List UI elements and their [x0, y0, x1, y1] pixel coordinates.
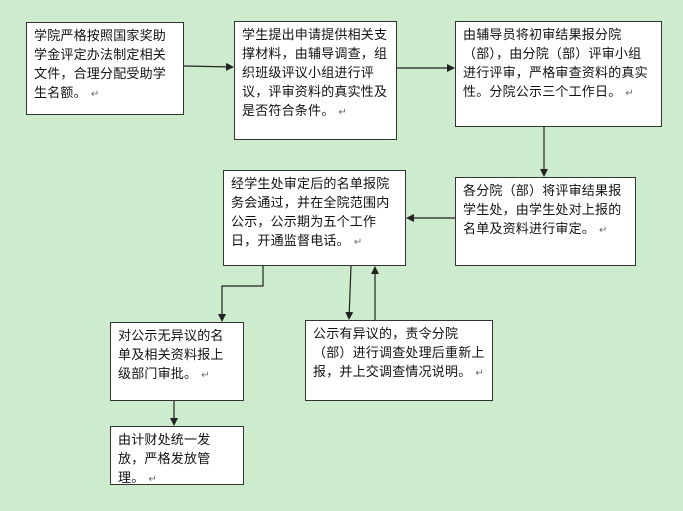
step-student-affairs-review-box: 各分院（部）将评审结果报学生处，由学生处对上报的名单及资料进行审定。↵ — [455, 177, 636, 266]
step-payment-text: 由计财处统一发放，严格发放管理。 — [118, 433, 211, 486]
step-student-application-box: 学生提出申请提供相关支撑材料，由辅导调查，组织班级评议小组进行评议，评审资料的真… — [234, 21, 397, 140]
step-public-notice-text: 经学生处审定后的名单报院务会通过，并在全院范围内公示，公示期为五个工作日，开通监… — [231, 177, 390, 249]
arrow-step5-to-no-objection — [218, 266, 264, 322]
step-department-review-text: 由辅导员将初审结果报分院（部），由分院（部）评审小组进行评审，严格审查资料的真实… — [463, 28, 648, 100]
step-quota-allocation-box: 学院严格按照国家奖助学金评定办法制定相关文件，合理分配受助学生名额。↵ — [26, 22, 184, 115]
step-objection-box: 公示有异议的，责令分院（部）进行调查处理后重新上报，并上交调查情况说明。↵ — [305, 320, 493, 401]
step-quota-allocation-text: 学院严格按照国家奖助学金评定办法制定相关文件，合理分配受助学生名额。 — [34, 29, 167, 101]
step-student-application-text: 学生提出申请提供相关支撑材料，由辅导调查，组织班级评议小组进行评议，评审资料的真… — [242, 28, 388, 119]
step-student-affairs-review-text: 各分院（部）将评审结果报学生处，由学生处对上报的名单及资料进行审定。 — [463, 184, 622, 237]
paragraph-mark: ↵ — [338, 107, 347, 118]
arrow-step1-to-step2 — [183, 62, 234, 71]
paragraph-mark: ↵ — [625, 88, 634, 99]
paragraph-mark: ↵ — [90, 89, 100, 100]
step-department-review-box: 由辅导员将初审结果报分院（部），由分院（部）评审小组进行评审，严格审查资料的真实… — [455, 21, 662, 127]
step-payment-box: 由计财处统一发放，严格发放管理。↵ — [110, 426, 244, 486]
paragraph-mark: ↵ — [201, 370, 210, 381]
paragraph-mark: ↵ — [599, 225, 608, 236]
paragraph-mark: ↵ — [148, 474, 157, 485]
step-public-notice-box: 经学生处审定后的名单报院务会通过，并在全院范围内公示，公示期为五个工作日，开通监… — [223, 170, 406, 266]
step-objection-text: 公示有异议的，责令分院（部）进行调查处理后重新上报，并上交调查情况说明。 — [313, 327, 485, 380]
paragraph-mark: ↵ — [475, 368, 484, 379]
paragraph-mark: ↵ — [353, 237, 363, 248]
step-no-objection-box: 对公示无异议的名单及相关资料报上级部门审批。↵ — [110, 322, 244, 401]
arrow-step5-to-objection — [345, 265, 354, 320]
step-no-objection-text: 对公示无异议的名单及相关资料报上级部门审批。 — [118, 329, 224, 382]
